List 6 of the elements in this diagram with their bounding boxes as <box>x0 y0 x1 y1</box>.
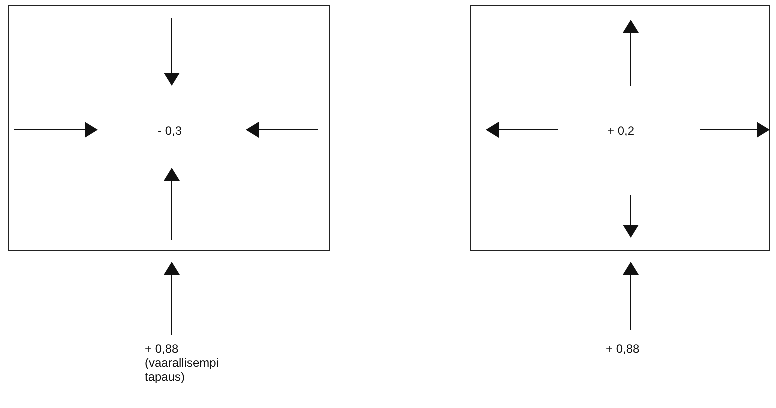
pressure-value: - 0,3 <box>158 124 182 138</box>
pressure-value: + 0,2 <box>607 124 635 138</box>
pressure-box <box>8 5 330 251</box>
pressure-note: + 0,88 (vaarallisempi tapaus) <box>145 342 220 384</box>
pressure-note: + 0,88 <box>606 342 641 356</box>
pressure-box <box>470 5 770 251</box>
